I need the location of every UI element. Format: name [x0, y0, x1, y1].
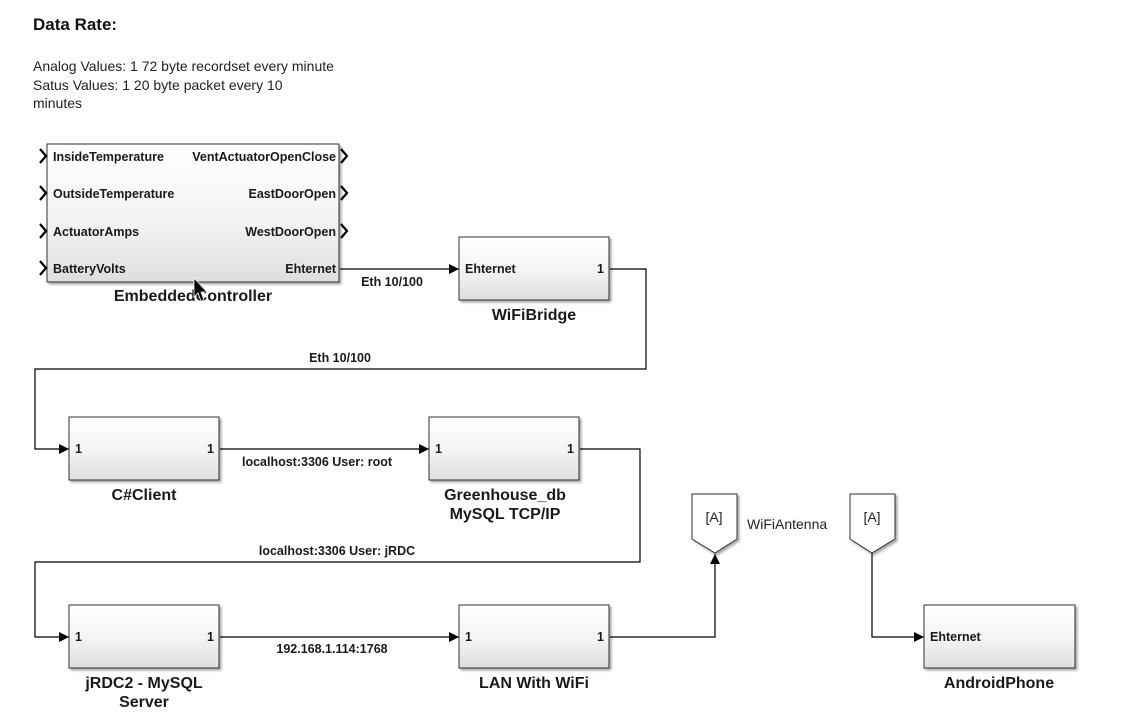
input-port-icon[interactable]	[39, 148, 48, 164]
block-name[interactable]: AndroidPhone	[944, 675, 1054, 692]
signal-label-bridge-to-client: Eth 10/100	[309, 351, 371, 365]
block-body[interactable]	[68, 416, 220, 481]
block-csharp-client[interactable]: 1 1 C#Client	[68, 416, 220, 504]
input-port-label: 1	[75, 630, 82, 644]
input-port-label: 1	[435, 442, 442, 456]
block-body[interactable]	[68, 604, 220, 669]
output-port-label: 1	[597, 630, 604, 644]
block-name[interactable]: LAN With WiFi	[479, 675, 589, 692]
input-port-label: 1	[465, 630, 472, 644]
from-tag-shape[interactable]	[849, 493, 896, 554]
output-port-label: EastDoorOpen	[248, 187, 336, 201]
from-block-a[interactable]: [A]	[849, 493, 896, 554]
block-wifi-bridge[interactable]: Ehternet 1 WiFiBridge	[458, 236, 610, 324]
block-body[interactable]	[923, 604, 1076, 669]
output-port-label: 1	[567, 442, 574, 456]
data-rate-title: Data Rate:	[33, 15, 118, 34]
input-port-label: InsideTemperature	[53, 150, 164, 164]
block-name-line1[interactable]: Greenhouse_db	[444, 487, 566, 504]
block-lan-with-wifi[interactable]: 1 1 LAN With WiFi	[458, 604, 610, 692]
block-jrdc2-server[interactable]: 1 1 jRDC2 - MySQL Server	[68, 604, 220, 711]
input-port-label: Ehternet	[930, 630, 982, 644]
goto-tag-shape[interactable]	[691, 493, 738, 554]
signal-line-db-to-jrdc[interactable]	[34, 448, 641, 642]
signal-lines	[34, 264, 924, 642]
block-body[interactable]	[458, 236, 610, 301]
signal-label-client-to-db: localhost:3306 User: root	[242, 455, 393, 469]
input-port-label: Ehternet	[465, 262, 517, 276]
block-body[interactable]	[428, 416, 580, 481]
signal-label-db-to-jrdc: localhost:3306 User: jRDC	[259, 544, 415, 558]
signal-line-lan-to-antenna[interactable]	[610, 554, 720, 638]
goto-label: WiFiAntenna	[747, 516, 827, 532]
goto-block-wifi-antenna[interactable]: [A] WiFiAntenna	[691, 493, 827, 554]
block-embedded-controller[interactable]: InsideTemperature OutsideTemperature Act…	[39, 143, 349, 305]
block-name-line2[interactable]: MySQL TCP/IP	[450, 506, 561, 523]
input-port-label: BatteryVolts	[53, 262, 126, 276]
input-port-label: 1	[75, 442, 82, 456]
block-body[interactable]	[458, 604, 610, 669]
output-port-label: 1	[597, 262, 604, 276]
block-name-line2[interactable]: Server	[119, 694, 169, 711]
output-port-label: Ehternet	[285, 262, 337, 276]
note-line: Satus Values: 1 20 byte packet every 10	[33, 76, 283, 93]
signal-label-controller-to-bridge: Eth 10/100	[361, 275, 423, 289]
output-port-icon[interactable]	[340, 185, 349, 201]
input-port-icon[interactable]	[39, 260, 48, 276]
output-port-label: 1	[207, 630, 214, 644]
block-greenhouse-db[interactable]: 1 1 Greenhouse_db MySQL TCP/IP	[428, 416, 580, 523]
block-body[interactable]	[46, 143, 340, 283]
output-port-label: VentActuatorOpenClose	[192, 150, 336, 164]
block-name[interactable]: EmbeddedController	[114, 288, 272, 305]
input-port-icon[interactable]	[39, 185, 48, 201]
mouse-cursor-icon	[193, 276, 208, 302]
note-line: minutes	[33, 95, 83, 111]
signal-line-bridge-to-client[interactable]	[34, 268, 647, 454]
input-port-icon[interactable]	[39, 223, 48, 239]
block-name-line1[interactable]: jRDC2 - MySQL	[84, 675, 203, 692]
input-port-label: OutsideTemperature	[53, 187, 174, 201]
output-port-icon[interactable]	[340, 148, 349, 164]
block-android-phone[interactable]: Ehternet AndroidPhone	[923, 604, 1076, 692]
output-port-label: 1	[207, 442, 214, 456]
goto-tag: [A]	[705, 509, 722, 525]
note-line: Analog Values: 1 72 byte recordset every…	[33, 58, 334, 74]
input-port-label: ActuatorAmps	[53, 225, 139, 239]
signal-line-from-to-phone[interactable]	[871, 553, 924, 642]
output-port-icon[interactable]	[340, 223, 349, 239]
from-tag: [A]	[863, 509, 880, 525]
data-rate-note[interactable]: Analog Values: 1 72 byte recordset every…	[33, 57, 363, 113]
signal-label-jrdc-to-lan: 192.168.1.114:1768	[276, 642, 387, 656]
block-name[interactable]: WiFiBridge	[492, 307, 576, 324]
block-name[interactable]: C#Client	[112, 487, 178, 504]
output-port-label: WestDoorOpen	[245, 225, 336, 239]
